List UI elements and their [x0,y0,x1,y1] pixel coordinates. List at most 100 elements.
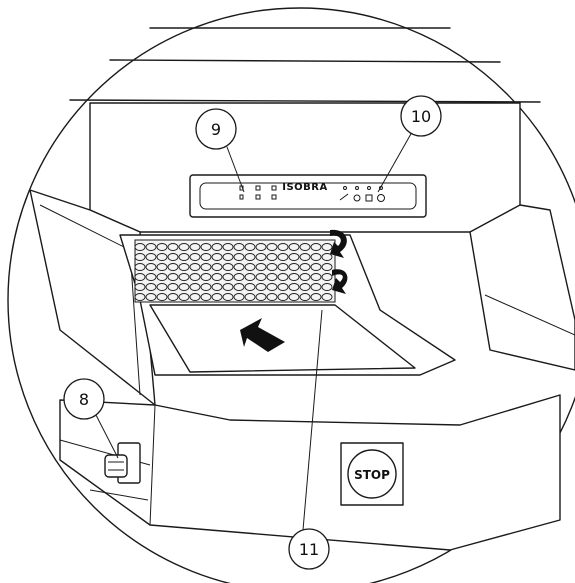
svg-text:8: 8 [79,390,89,409]
blade-coil [156,283,168,291]
blade-coil [310,243,322,251]
blade-coil [178,263,190,271]
blade-coil [321,253,333,261]
blade-coil [222,263,234,271]
svg-text:9: 9 [211,120,221,139]
blade-coil [189,283,201,291]
blade-coil [211,253,223,261]
blade-coil [134,263,146,271]
blade-coil [211,273,223,281]
blade-coil [145,263,157,271]
blade-coil [189,293,201,301]
blade-coil [288,243,300,251]
blade-coil [266,283,278,291]
blade-coil [167,253,179,261]
blade-coil [244,263,256,271]
feed-tray [149,304,416,373]
blade-coil [200,263,212,271]
blade-coil [222,293,234,301]
blade-coil [156,273,168,281]
blade-coil [244,293,256,301]
blade-coil [255,253,267,261]
stop-button: STOP [340,442,404,506]
blade-coil [200,273,212,281]
callout-11: 11 [288,528,330,570]
blade-coil [310,273,322,281]
blade-coil [321,263,333,271]
blade-coil [178,253,190,261]
slicing-blades [134,239,336,303]
callout-9: 9 [195,108,237,150]
blade-coil [233,263,245,271]
blade-coil [222,273,234,281]
blade-coil [189,253,201,261]
stop-button-label: STOP [354,468,390,482]
blade-coil [145,293,157,301]
blade-coils [134,243,333,301]
control-buttons [339,186,385,202]
blade-coil [167,273,179,281]
blade-coil [288,293,300,301]
blade-coil [266,273,278,281]
blade-coil [134,253,146,261]
blade-coil [178,243,190,251]
blade-coil [178,293,190,301]
blade-coil [266,243,278,251]
svg-text:10: 10 [411,107,431,126]
blade-coil [211,243,223,251]
blade-coil [266,253,278,261]
blade-coil [310,263,322,271]
blade-coil [134,283,146,291]
blade-coil [277,273,289,281]
blade-coil [255,273,267,281]
blade-coil [156,263,168,271]
blade-coil [222,243,234,251]
right-side-panel [469,204,575,371]
blade-coil [200,243,212,251]
blade-coil [211,293,223,301]
blade-coil [321,273,333,281]
magnifier-circle [7,7,575,583]
blade-coil [299,263,311,271]
blade-coil [156,293,168,301]
blade-coil [299,243,311,251]
blade-coil [189,263,201,271]
blade-coil [299,293,311,301]
blade-coil [255,293,267,301]
blade-coil [244,283,256,291]
blade-coil [233,243,245,251]
blade-coil [321,293,333,301]
blade-coil [178,273,190,281]
blade-coil [310,283,322,291]
blade-coil [167,293,179,301]
blade-coil [134,273,146,281]
blade-coil [200,253,212,261]
blade-coil [277,263,289,271]
blade-coil [145,283,157,291]
blade-coil [244,273,256,281]
blade-coil [255,243,267,251]
power-switch [104,442,141,484]
blade-coil [299,253,311,261]
blade-coil [167,243,179,251]
callout-8: 8 [63,378,105,420]
blade-coil [145,253,157,261]
blade-coil [189,273,201,281]
feed-arrow-icon [240,318,285,352]
blade-coil [200,293,212,301]
blade-coil [321,243,333,251]
blade-coil [266,293,278,301]
blade-coil [244,243,256,251]
blade-coil [233,283,245,291]
blade-coil [233,273,245,281]
rotation-arrows-icon [330,229,348,294]
blade-coil [277,253,289,261]
blade-coil [145,273,157,281]
blade-coil [222,253,234,261]
blade-coil [167,283,179,291]
blade-coil [288,273,300,281]
blade-coil [189,243,201,251]
blade-coil [288,283,300,291]
blade-coil [233,293,245,301]
